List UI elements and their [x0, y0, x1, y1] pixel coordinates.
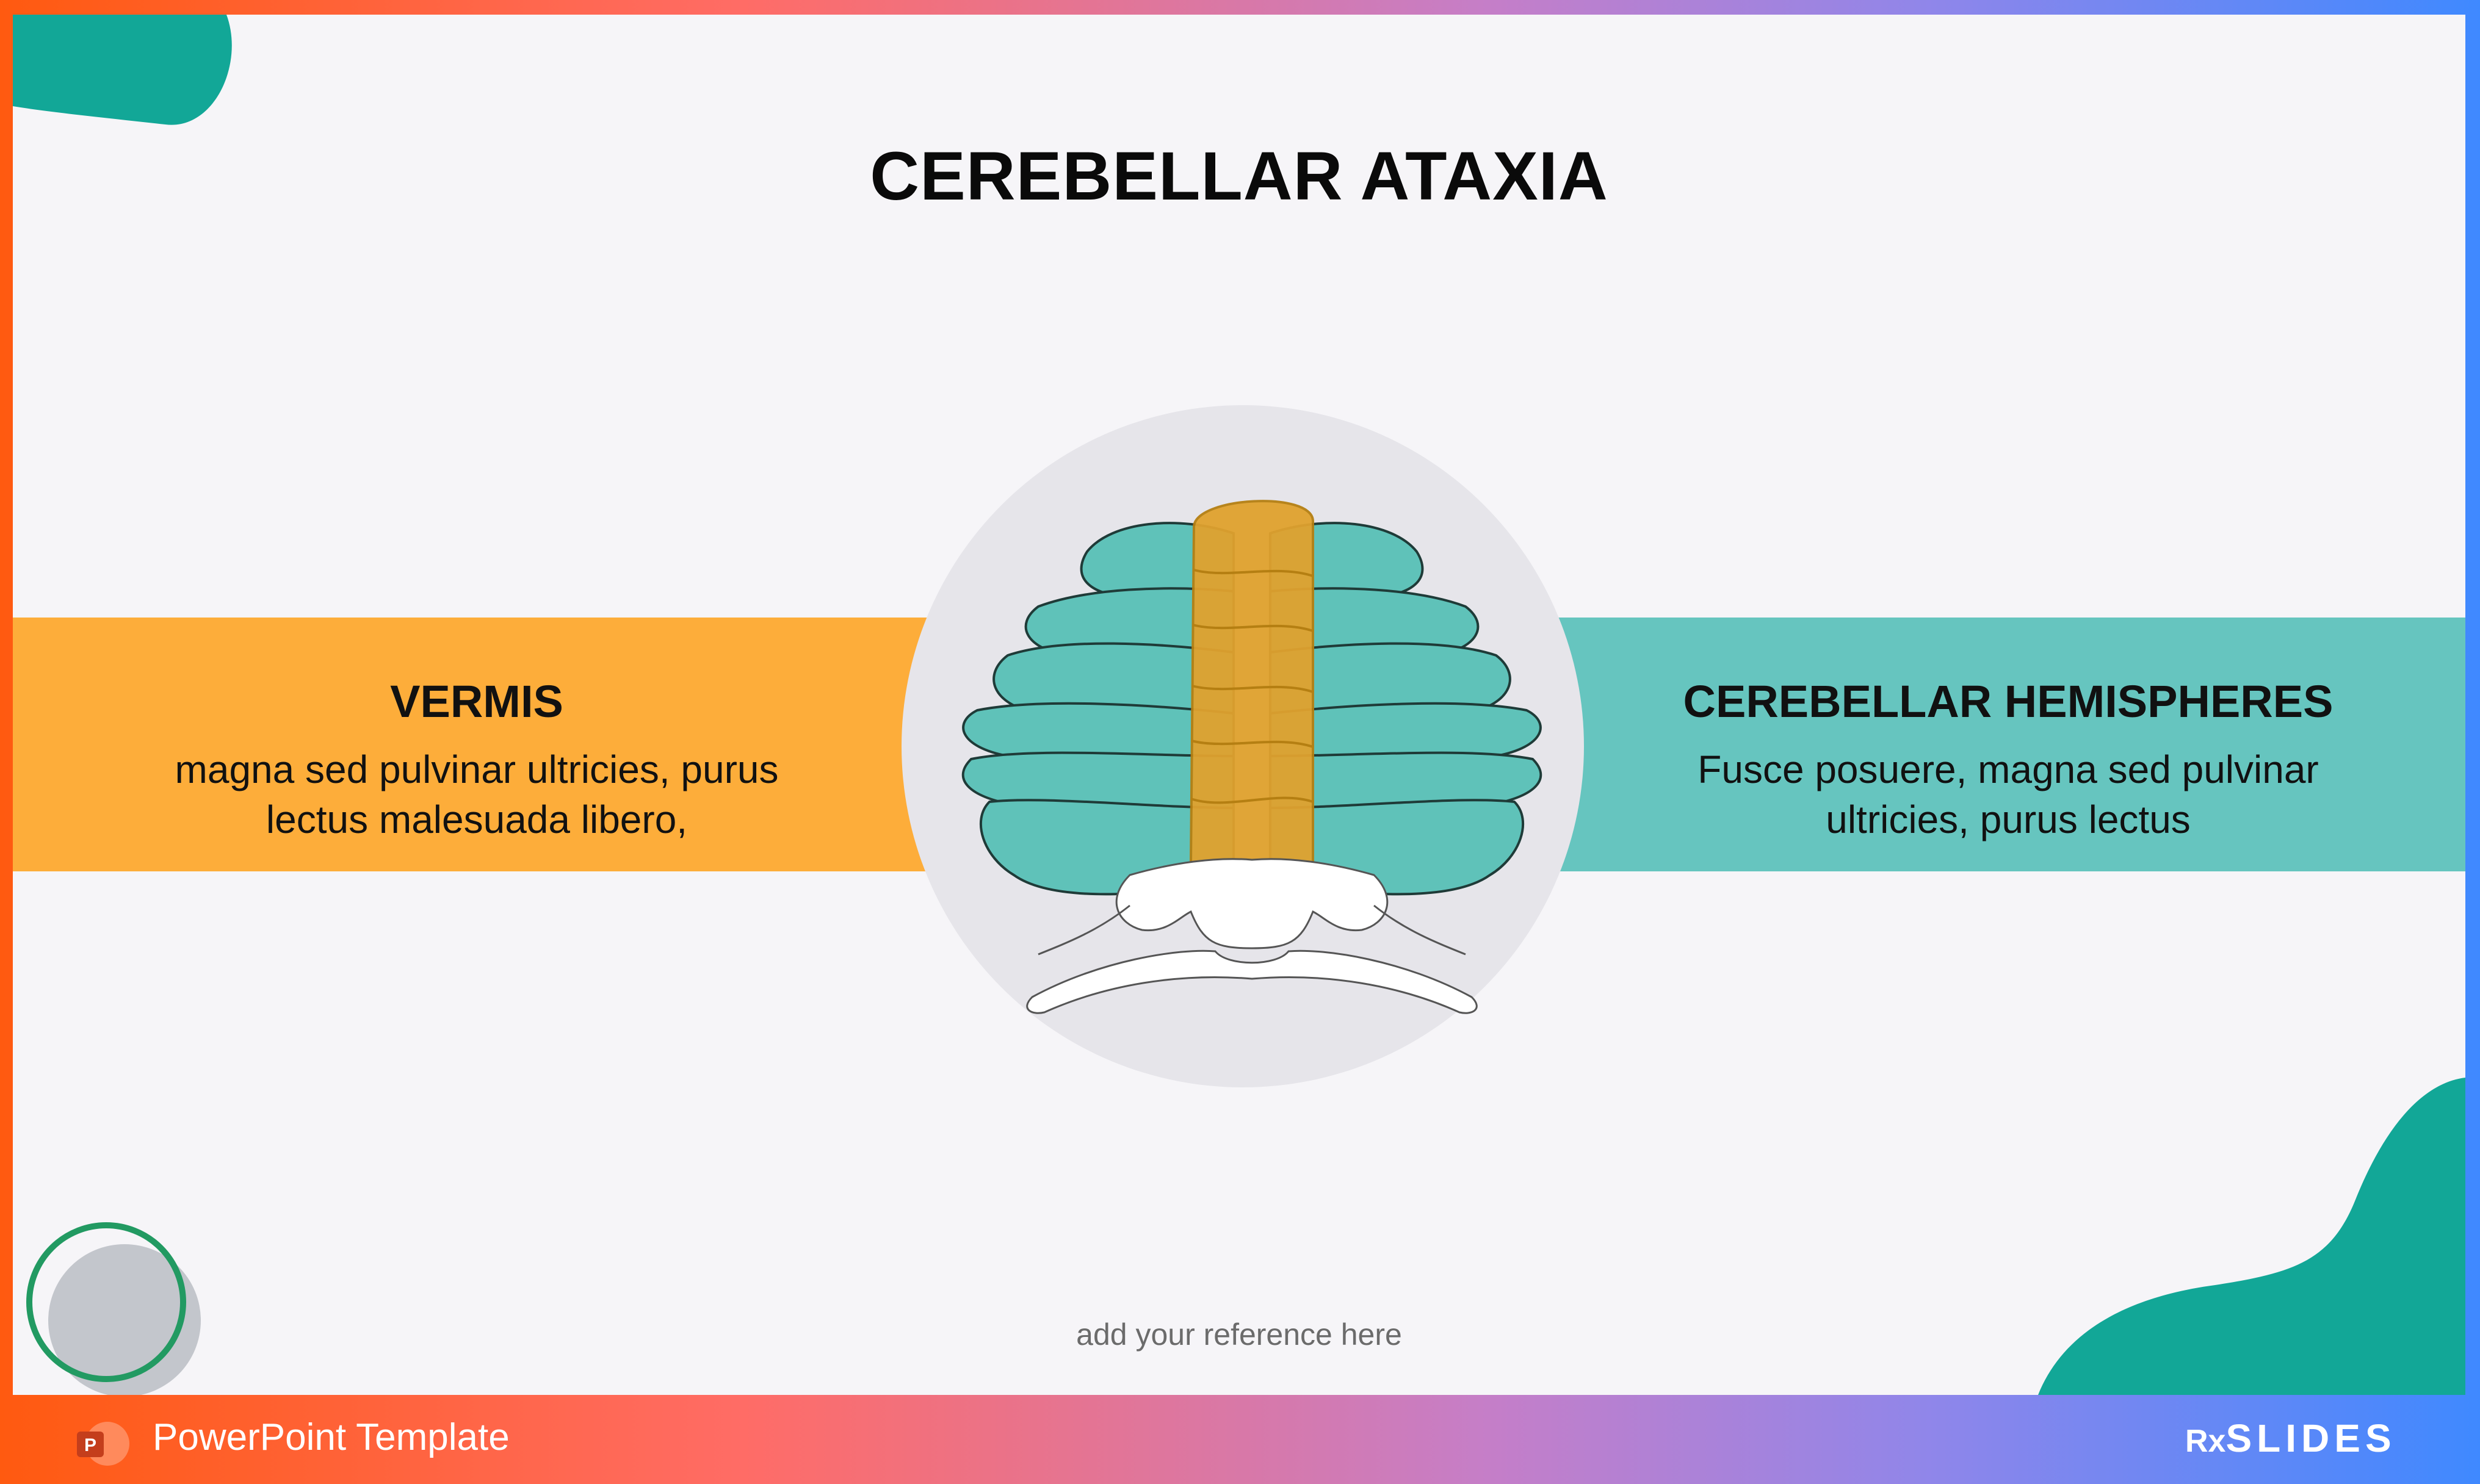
hemispheres-text-line2: ultricies, purus lectus	[1551, 794, 2465, 845]
hemispheres-heading: CEREBELLAR HEMISPHERES	[1551, 675, 2465, 727]
vermis-text-line2: lectus malesuada libero,	[13, 794, 941, 845]
hemispheres-panel: CEREBELLAR HEMISPHERES Fusce posuere, ma…	[1551, 618, 2465, 871]
svg-text:P: P	[84, 1435, 96, 1455]
vermis-heading: VERMIS	[13, 675, 941, 727]
cerebellum-illustration	[947, 478, 1557, 1028]
brand-logo: RxSLIDES	[2185, 1416, 2396, 1461]
vermis-text-line1: magna sed pulvinar ultricies, purus	[13, 744, 941, 794]
slide-title: CEREBELLAR ATAXIA	[13, 137, 2465, 215]
brand-name: SLIDES	[2225, 1416, 2396, 1460]
brand-prefix: Rx	[2185, 1424, 2225, 1459]
footer-label: PowerPoint Template	[153, 1416, 510, 1459]
bottom-right-blob	[2038, 1078, 2465, 1395]
slide-canvas: CEREBELLAR ATAXIA VERMIS magna sed pulvi…	[13, 15, 2465, 1395]
hemispheres-text-line1: Fusce posuere, magna sed pulvinar	[1551, 744, 2465, 794]
hemispheres-description: Fusce posuere, magna sed pulvinar ultric…	[1551, 744, 2465, 845]
vermis-panel: VERMIS magna sed pulvinar ultricies, pur…	[13, 618, 941, 871]
top-left-blob	[13, 15, 257, 149]
vermis-highlight	[1191, 501, 1313, 867]
decorative-circles	[18, 1211, 213, 1395]
vermis-description: magna sed pulvinar ultricies, purus lect…	[13, 744, 941, 845]
powerpoint-icon: P	[73, 1421, 134, 1467]
